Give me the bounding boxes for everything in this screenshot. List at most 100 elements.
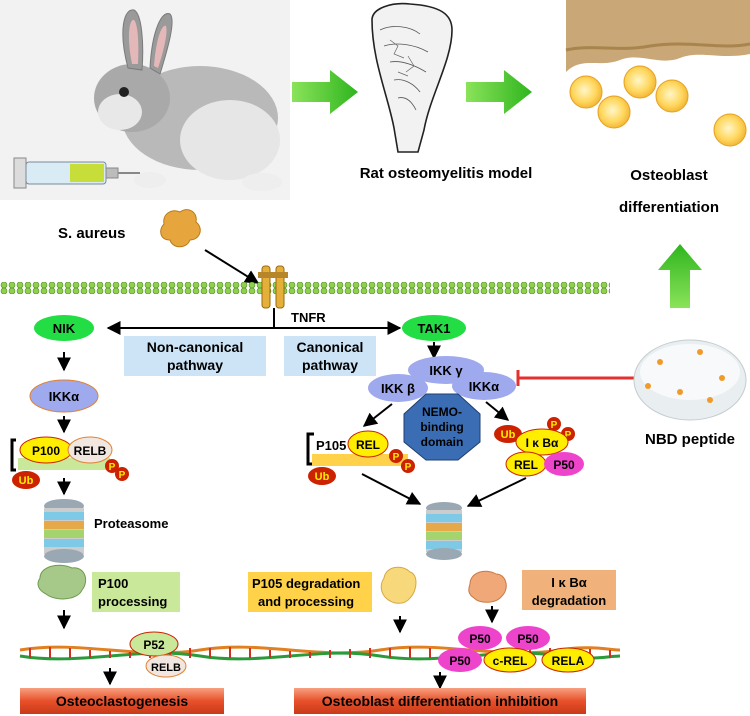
proteasome-icon xyxy=(426,502,462,560)
p100-label: P100 xyxy=(32,444,60,458)
dna-p50-b-node xyxy=(506,626,550,650)
rela-label: RELA xyxy=(552,654,585,668)
p-badge xyxy=(115,467,129,481)
tak1-label: TAK1 xyxy=(418,321,451,336)
p-badge-label: P xyxy=(551,420,558,431)
tnfr-receptor xyxy=(258,265,288,309)
relb-dna-node xyxy=(145,654,187,678)
ikkb-label: IKK β xyxy=(381,381,415,396)
nbd-peptide-icon xyxy=(633,339,747,421)
ikba-fragments-icon xyxy=(468,570,507,603)
dna-p50-a-label: P50 xyxy=(469,632,491,646)
c-rel-node xyxy=(483,647,537,673)
dna-p50-c-label: P50 xyxy=(449,654,471,668)
osteoblast-cells xyxy=(565,0,750,147)
arrow xyxy=(361,473,422,505)
p100-fragments-icon xyxy=(37,564,87,600)
dna-p50-c-node xyxy=(438,648,482,672)
bracket xyxy=(10,438,16,472)
bracket xyxy=(306,432,314,466)
osteoclastogenesis-box xyxy=(20,688,224,714)
proteasome-icon xyxy=(44,499,84,563)
rela-node xyxy=(541,647,595,673)
noncanonical-box xyxy=(124,336,266,376)
ikka-left-node xyxy=(29,379,99,413)
osteoblast-title-line2: differentiation xyxy=(619,199,719,216)
p-badge-label: P xyxy=(119,470,126,481)
cell-membrane xyxy=(0,282,610,294)
p-badge xyxy=(401,459,415,473)
ub-badge-label: Ub xyxy=(315,471,330,483)
ikkg-label: IKK γ xyxy=(429,363,463,378)
inhibition-box xyxy=(294,688,586,714)
nemo-line1: NEMO- xyxy=(422,405,462,419)
nemo-domain xyxy=(403,393,481,461)
p105-label: P105 xyxy=(316,438,346,453)
ub-badge xyxy=(12,471,40,489)
ikba-node xyxy=(515,428,569,456)
ub-badge xyxy=(308,467,336,485)
ikka-right-label: IKKα xyxy=(469,379,499,394)
proteasome-label: Proteasome xyxy=(94,516,168,531)
c-rel-label: c-REL xyxy=(493,654,528,668)
ikba-degradation-box xyxy=(522,570,616,610)
p-badge xyxy=(389,449,403,463)
p105-fragments-icon xyxy=(380,566,417,604)
p-badge xyxy=(105,459,119,473)
p100-processing-box xyxy=(92,572,180,612)
noncanonical-line1: Non-canonical xyxy=(147,339,243,355)
p-badge-label: P xyxy=(565,430,572,441)
p-badge-label: P xyxy=(405,462,412,473)
green-arrow-icon xyxy=(292,70,358,114)
bone-illustration xyxy=(371,2,453,153)
p105-degradation-box xyxy=(248,572,372,612)
nemo-line2: binding xyxy=(420,420,463,434)
arrow xyxy=(362,403,393,427)
p105-bar xyxy=(312,454,408,466)
canonical-line1: Canonical xyxy=(297,339,364,355)
relb-dna-label: RELB xyxy=(151,662,181,674)
relb-node xyxy=(67,436,113,464)
green-up-arrow-icon xyxy=(658,244,702,308)
ub-badge xyxy=(494,425,522,443)
ub-badge-label: Ub xyxy=(501,429,516,441)
dna-p50-a-node xyxy=(458,626,502,650)
relb-label: RELB xyxy=(74,444,107,458)
p52-label: P52 xyxy=(143,638,165,652)
noncanonical-line2: pathway xyxy=(167,357,223,373)
arrow xyxy=(466,477,527,507)
arrow xyxy=(485,401,510,421)
nik-label: NIK xyxy=(53,321,76,336)
p50-label: P50 xyxy=(553,458,575,472)
p-badge xyxy=(547,417,561,431)
ikba-label: I κ Bα xyxy=(526,436,559,450)
ikkb-node xyxy=(368,374,428,402)
s-aureus-label: S. aureus xyxy=(58,225,126,242)
p100-processing-line2: processing xyxy=(98,594,167,609)
nik-node xyxy=(34,315,94,341)
p52-node xyxy=(129,631,179,657)
ikba-degradation-line1: I κ Bα xyxy=(551,575,586,590)
tak1-node xyxy=(402,315,466,341)
ikka-left-label: IKKα xyxy=(49,389,79,404)
p105-degradation-line1: P105 degradation xyxy=(252,576,360,591)
p-badge-label: P xyxy=(109,462,116,473)
inhibition-label: Osteoblast differentiation inhibition xyxy=(322,693,558,709)
ikba-degradation-line2: degradation xyxy=(532,593,606,608)
model-label: Rat osteomyelitis model xyxy=(360,165,533,182)
rel-mid-node xyxy=(347,430,389,458)
tnfr-label: TNFR xyxy=(291,310,326,325)
p50-node xyxy=(544,452,584,476)
ikka-right-node xyxy=(452,372,516,400)
canonical-box xyxy=(284,336,376,376)
osteoclastogenesis-label: Osteoclastogenesis xyxy=(56,693,188,709)
osteoblast-title-line1: Osteoblast xyxy=(630,167,708,184)
ub-badge-label: Ub xyxy=(19,475,34,487)
p-badge-label: P xyxy=(393,452,400,463)
bacteria-icon xyxy=(160,209,201,248)
arrow xyxy=(204,249,260,284)
nemo-line3: domain xyxy=(421,435,464,449)
canonical-line2: pathway xyxy=(302,357,358,373)
